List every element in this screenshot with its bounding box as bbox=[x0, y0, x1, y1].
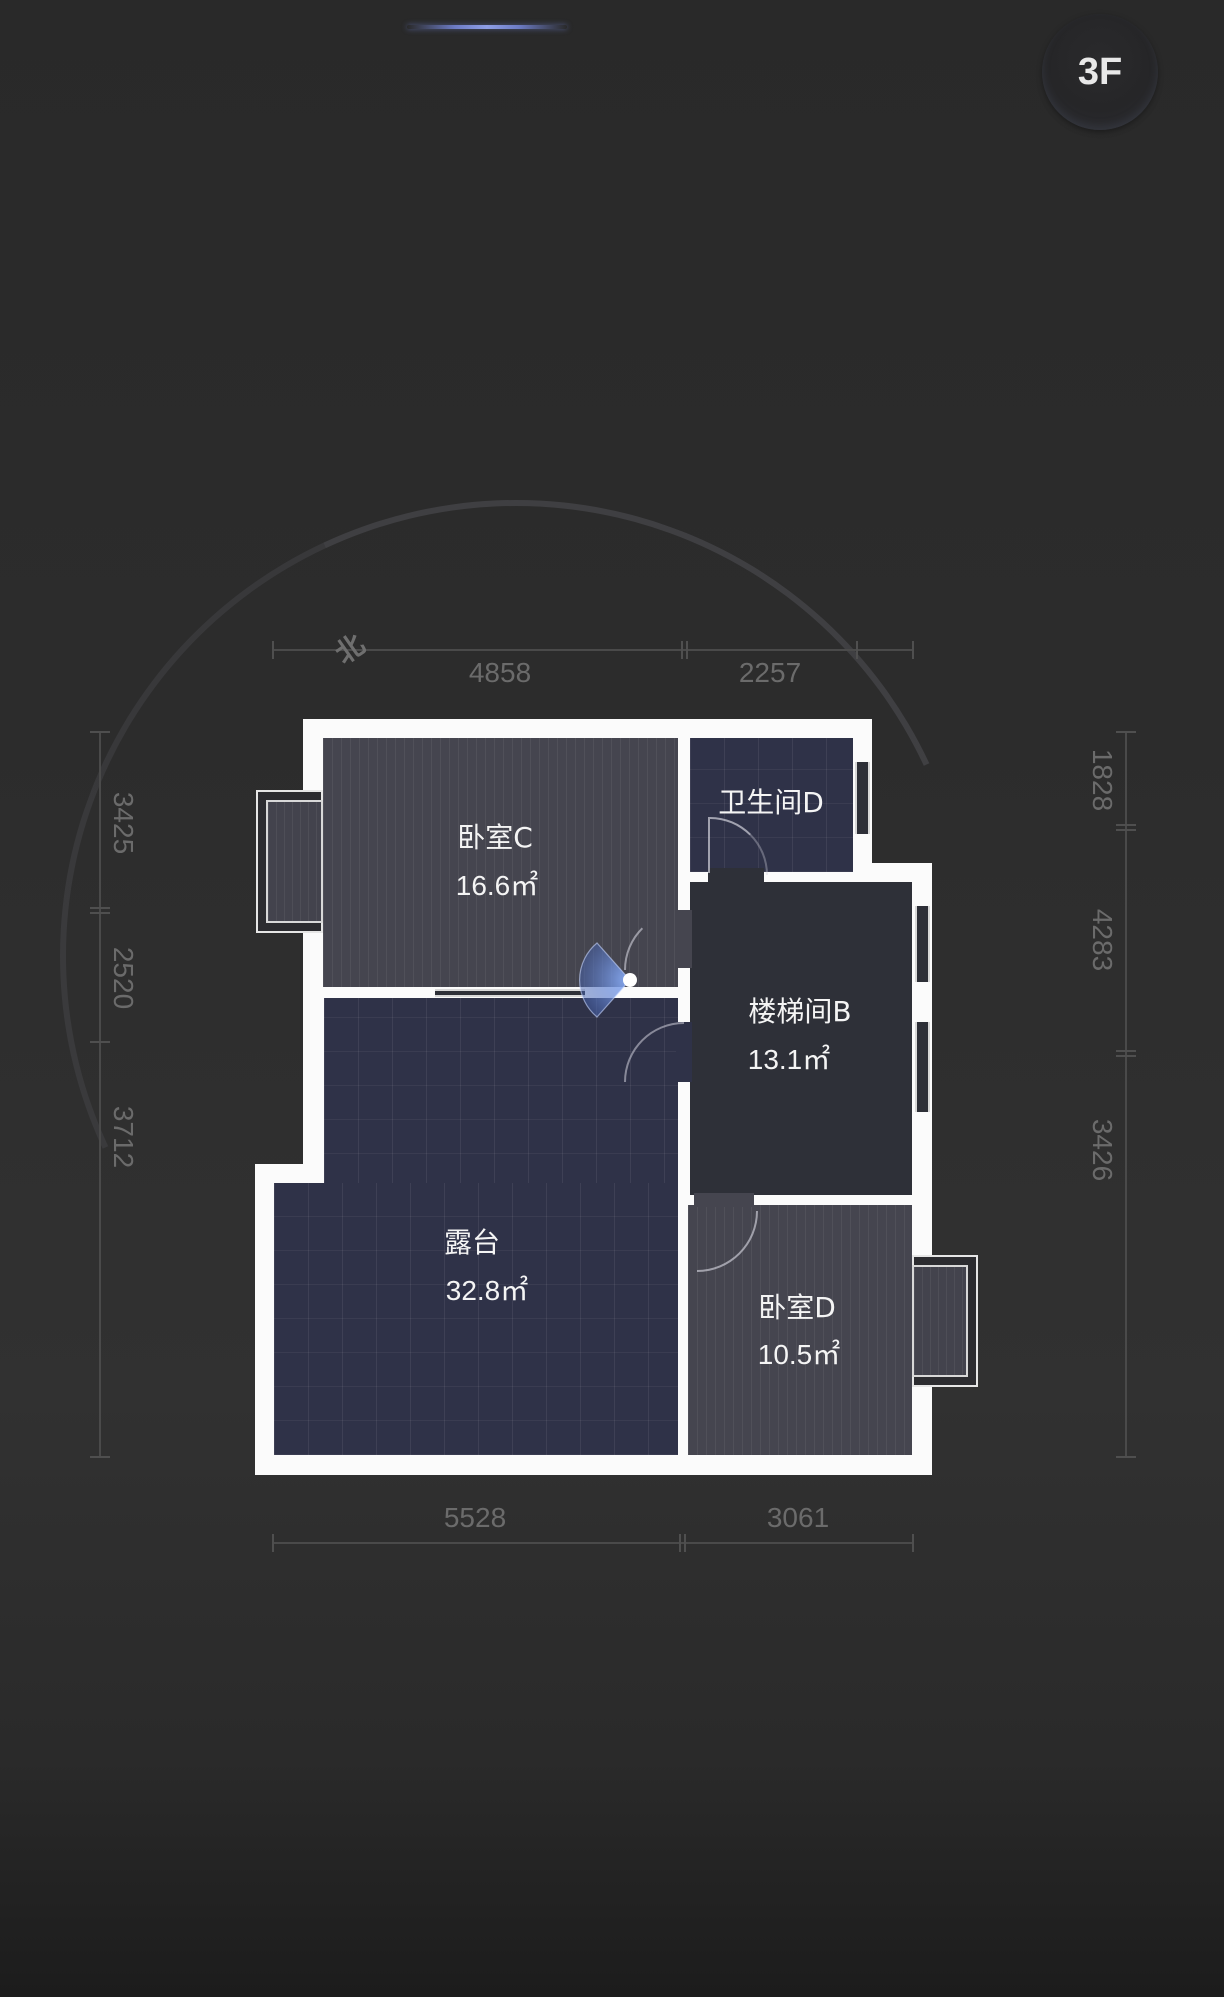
bottom-dimension-line bbox=[272, 1542, 913, 1544]
dimension-tick bbox=[90, 1041, 110, 1043]
room-area-bedroom-d: 10.5㎡ bbox=[757, 1339, 841, 1370]
room-name-bedroom-c: 卧室C bbox=[457, 821, 533, 854]
left-dimension-line bbox=[99, 732, 101, 1457]
dimension-tick bbox=[681, 641, 683, 659]
bay-window-east-floor bbox=[912, 1265, 968, 1377]
room-area-bedroom-c: 16.6㎡ bbox=[455, 870, 539, 901]
room-area-stairwell-b: 13.1㎡ bbox=[747, 1044, 831, 1075]
window-bathroom bbox=[855, 762, 870, 834]
room-terrace-lower[interactable] bbox=[274, 1183, 678, 1455]
north-indicator: 北 bbox=[328, 627, 371, 671]
room-area-terrace: 32.8㎡ bbox=[445, 1275, 529, 1306]
dimension-tick bbox=[686, 641, 688, 659]
window-sliding-c-terrace bbox=[435, 989, 585, 997]
dimension-top-2: 2257 bbox=[738, 657, 802, 688]
viewpoint-fan-icon[interactable] bbox=[575, 935, 645, 1025]
room-name-terrace: 露台 bbox=[443, 1226, 501, 1259]
dimension-bottom-2: 3061 bbox=[766, 1502, 830, 1533]
dimension-tick bbox=[90, 1456, 110, 1458]
viewpoint-dot bbox=[623, 973, 637, 987]
dimension-left-3: 3712 bbox=[108, 1105, 139, 1169]
watermark-logo bbox=[260, 1870, 960, 1940]
dimension-tick bbox=[912, 1534, 914, 1552]
top-dimension-line bbox=[272, 649, 913, 651]
right-dimension-line bbox=[1125, 732, 1127, 1457]
window-stairwell-upper bbox=[915, 906, 930, 982]
bay-window-west-floor bbox=[266, 800, 323, 923]
dimension-tick bbox=[272, 641, 274, 659]
floor-selector-button[interactable]: 3F bbox=[1042, 14, 1158, 130]
dimension-left-2: 2520 bbox=[108, 946, 139, 1010]
dimension-tick bbox=[90, 907, 110, 909]
room-name-bedroom-d: 卧室D bbox=[758, 1291, 836, 1324]
dimension-tick bbox=[912, 641, 914, 659]
room-bedroom-c[interactable] bbox=[323, 738, 678, 987]
dimension-tick bbox=[684, 1534, 686, 1552]
room-stairwell-b[interactable] bbox=[690, 882, 912, 1195]
dimension-tick bbox=[856, 641, 858, 659]
dimension-left-1: 3425 bbox=[108, 791, 139, 855]
dimension-tick bbox=[1116, 731, 1136, 733]
page-indicator-glow bbox=[407, 25, 567, 29]
door-opening-bedroom-d bbox=[694, 1193, 754, 1207]
dimension-tick bbox=[1116, 824, 1136, 826]
dimension-tick bbox=[1116, 1055, 1136, 1057]
dimension-bottom-1: 5528 bbox=[443, 1502, 507, 1533]
room-terrace[interactable] bbox=[324, 998, 678, 1188]
room-bathroom-d[interactable] bbox=[690, 738, 853, 872]
dimension-tick bbox=[90, 731, 110, 733]
dimension-tick bbox=[679, 1534, 681, 1552]
room-name-bathroom-d: 卫生间D bbox=[718, 786, 824, 819]
floor-label: 3F bbox=[1077, 50, 1123, 93]
dimension-tick bbox=[272, 1534, 274, 1552]
window-stairwell-lower bbox=[915, 1022, 930, 1112]
dimension-right-3: 3426 bbox=[1087, 1118, 1118, 1182]
room-name-stairwell-b: 楼梯间B bbox=[748, 995, 852, 1028]
dimension-top-1: 4858 bbox=[468, 657, 532, 688]
door-leaf-bathroom bbox=[708, 817, 764, 873]
dimension-tick bbox=[90, 912, 110, 914]
dimension-right-2: 4283 bbox=[1087, 908, 1118, 972]
dimension-tick bbox=[1116, 1050, 1136, 1052]
dimension-right-1: 1828 bbox=[1087, 748, 1118, 812]
dimension-tick bbox=[1116, 829, 1136, 831]
dimension-tick bbox=[1116, 1456, 1136, 1458]
